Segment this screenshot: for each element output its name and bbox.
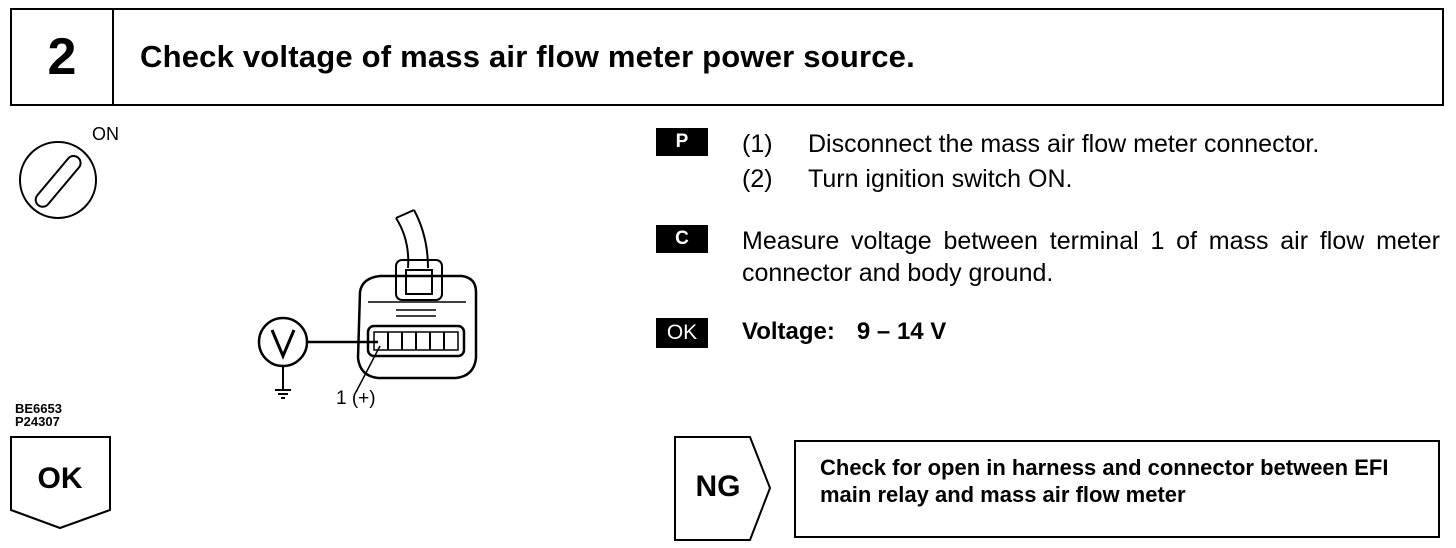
instruction-step: (1) Disconnect the mass air flow meter co… (742, 128, 1319, 160)
ok-result-label: OK (37, 462, 83, 495)
ok-badge: OK (656, 318, 708, 348)
ng-arrow-shape (674, 436, 772, 541)
step-index: (1) (742, 130, 773, 158)
terminal-label: 1 (+) (336, 388, 376, 409)
step-text: Turn ignition switch ON. (808, 165, 1073, 193)
spec-value: 9 – 14 V (856, 318, 947, 345)
step-index: (2) (742, 165, 773, 193)
prep-badge: P (656, 128, 708, 156)
switch-on-label: ON (92, 124, 119, 144)
check-badge: C (656, 225, 708, 253)
voltmeter-icon (257, 316, 309, 368)
instruction-step: (2) Turn ignition switch ON. (742, 163, 1072, 195)
ok-arrow-shape (10, 436, 111, 530)
ignition-key-icon (19, 141, 97, 219)
terminal-pointer (355, 345, 381, 393)
step-header: 2 Check voltage of mass air flow meter p… (10, 8, 1444, 106)
ng-result-label: NG (695, 470, 741, 503)
illustration (0, 110, 640, 440)
spec: Voltage: 9 – 14 V (742, 318, 946, 346)
step-title: Check voltage of mass air flow meter pow… (140, 39, 915, 74)
spec-label: Voltage: (742, 318, 835, 345)
figure-code: P24307 (15, 414, 60, 429)
connector-icon (356, 209, 478, 380)
step-text: Disconnect the mass air flow meter conne… (808, 130, 1320, 158)
step-number: 2 (12, 10, 114, 104)
ng-action-box: Check for open in harness and connector … (794, 440, 1440, 538)
check-text: Measure voltage between terminal 1 of ma… (742, 227, 1440, 287)
ground-icon (275, 366, 291, 399)
figure-code: BE6653 (15, 401, 62, 416)
wiring-diagram (19, 141, 478, 399)
